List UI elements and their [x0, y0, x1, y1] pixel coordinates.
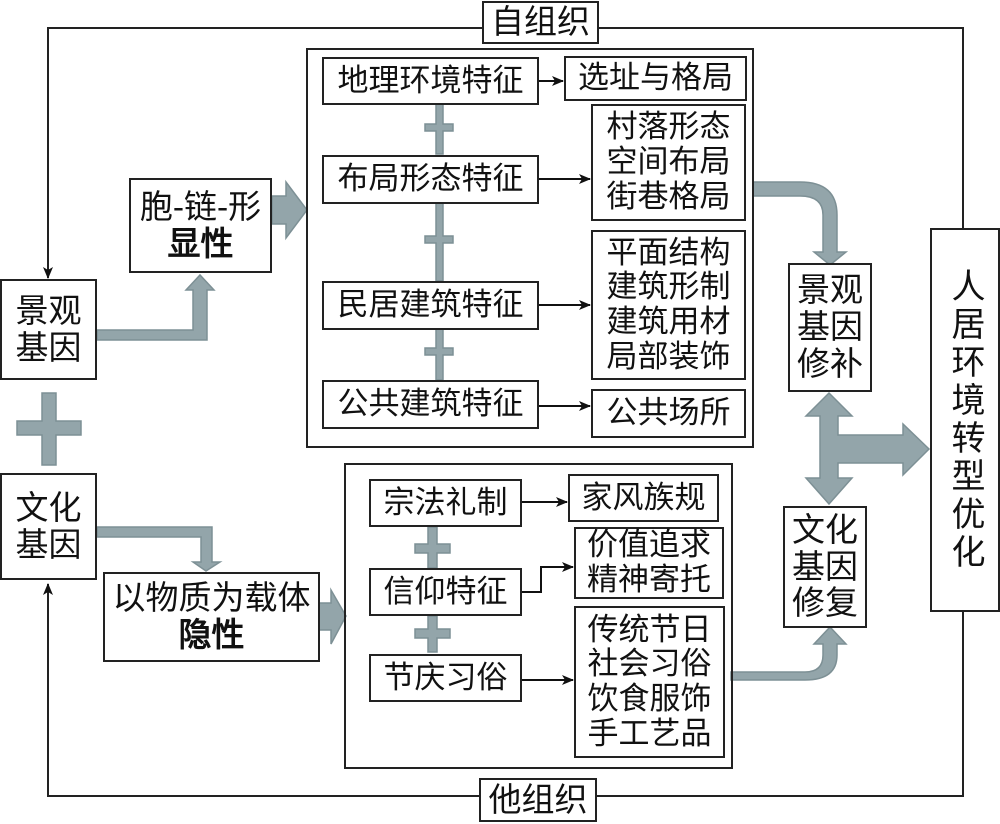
explicit-box-line2: 显性	[167, 223, 234, 263]
self-organization-label: 自组织	[482, 1, 599, 44]
thick-double-arrow-repairs-to-goal	[804, 391, 931, 506]
feature-dwelling-architecture: 民居建筑特征	[322, 281, 539, 330]
plus-sign-genes	[16, 392, 82, 466]
feature-layout-form: 布局形态特征	[322, 155, 539, 204]
explicit-cell-chain-form-box: 胞-链-形 显性	[129, 178, 272, 273]
feature-public-architecture: 公共建筑特征	[322, 380, 539, 429]
feature-geographic-environment: 地理环境特征	[322, 57, 539, 105]
other-organization-label: 他组织	[479, 778, 597, 822]
feature-belief: 信仰特征	[369, 568, 522, 616]
landscape-feature-group	[306, 48, 754, 448]
landscape-gene-box: 景观 基因	[0, 279, 97, 380]
thick-curve-arrow-to-landscape-repair	[752, 181, 849, 266]
thick-arrow-explicit-to-group	[271, 179, 308, 241]
feature-festival-custom: 节庆习俗	[369, 654, 522, 702]
plus-connector-5	[414, 615, 451, 653]
culture-gene-repair-box: 文化 基因 修复	[783, 506, 867, 628]
culture-feature-group	[344, 463, 733, 769]
outcome-site-pattern: 选址与格局	[564, 56, 747, 101]
human-settlement-optimization-box: 人居环境转型优化	[930, 228, 1000, 612]
outcome-festival-customs: 传统节日 社会习俗 饮食服饰 手工艺品	[574, 606, 725, 758]
culture-gene-box: 文化 基因	[0, 473, 97, 580]
explicit-box-line1: 胞-链-形	[139, 186, 262, 226]
outcome-public-place: 公共场所	[591, 389, 746, 438]
outcome-dwelling-structure: 平面结构 建筑形制 建筑用材 局部装饰	[591, 230, 746, 380]
outcome-family-rules: 家风族规	[568, 474, 719, 522]
implicit-material-carrier-box: 以物质为载体 隐性	[103, 572, 320, 662]
outcome-value-spirit: 价值追求 精神寄托	[574, 527, 724, 599]
plus-connector-1	[424, 103, 454, 155]
thick-arrow-culture-to-implicit	[96, 526, 223, 572]
implicit-box-line2: 隐性	[178, 615, 245, 654]
feature-clan-ritual: 宗法礼制	[369, 479, 522, 527]
outcome-village-form: 村落形态 空间布局 街巷格局	[591, 104, 746, 221]
implicit-box-line1: 以物质为载体	[112, 578, 311, 618]
landscape-gene-repair-box: 景观 基因 修补	[788, 263, 872, 392]
arrow-belief-to-value	[521, 562, 574, 593]
thick-arrow-implicit-to-group	[317, 587, 347, 645]
thick-curve-arrow-to-culture-repair	[730, 625, 848, 681]
thick-arrow-landscape-to-explicit	[96, 273, 216, 341]
